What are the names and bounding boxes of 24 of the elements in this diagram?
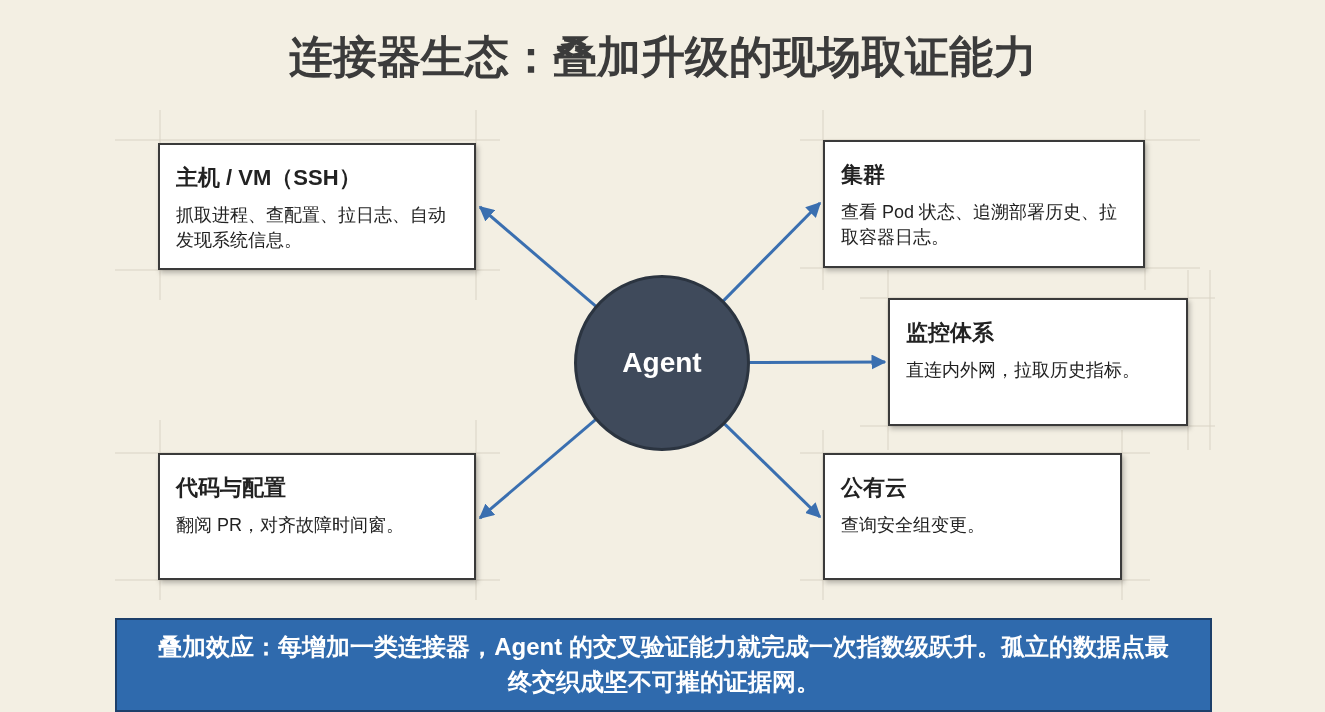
diagram-title: 连接器生态：叠加升级的现场取证能力 — [287, 31, 1038, 83]
arrow — [478, 205, 597, 308]
summary-banner — [115, 618, 1212, 712]
card-heading: 代码与配置 — [176, 474, 286, 502]
card-heading: 主机 / VM（SSH） — [176, 164, 361, 192]
info-card — [823, 140, 1145, 268]
info-card — [158, 453, 476, 580]
card-description: 抓取进程、查配置、拉日志、自动发现系统信息。 — [176, 205, 446, 251]
hub-label: Agent — [622, 347, 702, 379]
card-heading: 集群 — [841, 161, 885, 189]
arrow — [478, 418, 597, 520]
card-description: 翻阅 PR，对齐故障时间窗。 — [176, 515, 404, 535]
card-heading: 监控体系 — [906, 319, 994, 347]
card-description: 查看 Pod 状态、追溯部署历史、拉取容器日志。 — [841, 202, 1118, 248]
info-card — [823, 453, 1122, 580]
card-description: 直连内外网，拉取历史指标。 — [906, 360, 1140, 380]
arrow — [722, 201, 822, 302]
info-card — [888, 298, 1188, 426]
summary-text: 叠加效应：每增加一类连接器，Agent 的交叉验证能力就完成一次指数级跃升。孤立的数据点最终交织成坚不可摧的证据网。 — [157, 632, 1170, 697]
info-card — [158, 143, 476, 270]
arrow — [749, 354, 887, 370]
arrow — [723, 422, 822, 519]
card-description: 查询安全组变更。 — [841, 515, 985, 535]
card-heading: 公有云 — [841, 474, 907, 502]
